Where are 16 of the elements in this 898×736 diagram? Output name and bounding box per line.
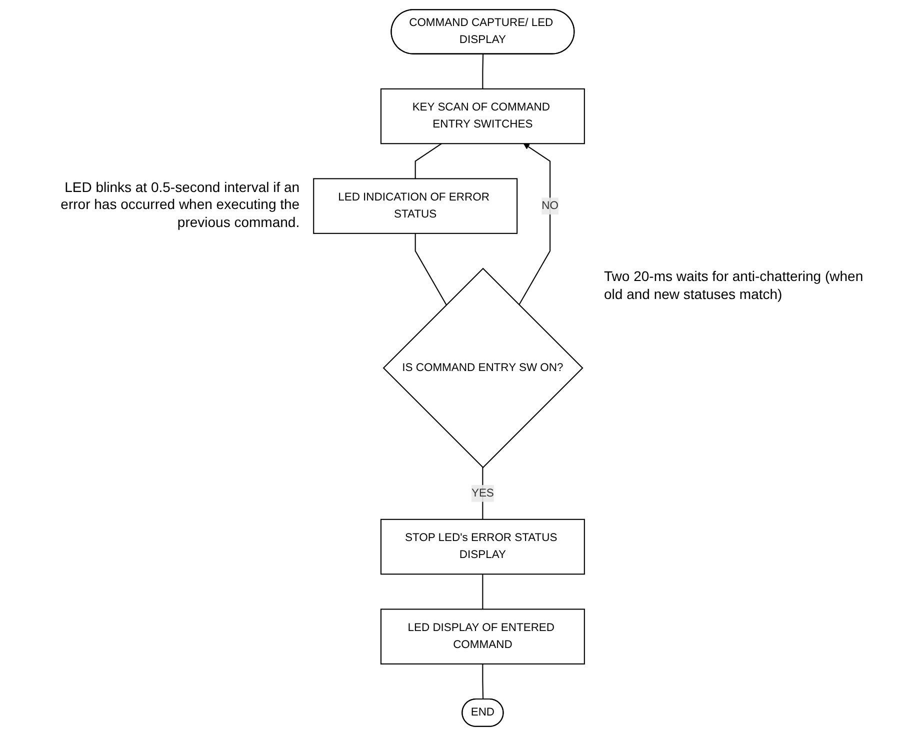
node-box: STOP LED's ERROR STATUS DISPLAY <box>380 518 585 575</box>
connector <box>482 574 484 610</box>
connector <box>414 143 442 179</box>
node-diamond: IS COMMAND ENTRY SW ON? <box>382 268 584 468</box>
connector <box>482 468 484 520</box>
node-box: LED DISPLAY OF ENTERED COMMAND <box>380 608 585 664</box>
connector <box>482 664 484 700</box>
node-box: LED INDICATION OF ERROR STATUS <box>313 178 518 234</box>
arrow <box>518 143 551 306</box>
node-box: KEY SCAN OF COMMAND ENTRY SWITCHES <box>380 88 585 144</box>
connector <box>414 233 447 306</box>
note-text: LED blinks at 0.5-second interval if an error has occurred when executing the previous command. <box>60 178 300 232</box>
edge-label: YES <box>471 487 494 500</box>
connector <box>482 54 484 89</box>
note-text: Two 20-ms waits for anti-chattering (when old and new statuses match) <box>604 268 864 304</box>
edge-label: NO <box>542 200 558 212</box>
